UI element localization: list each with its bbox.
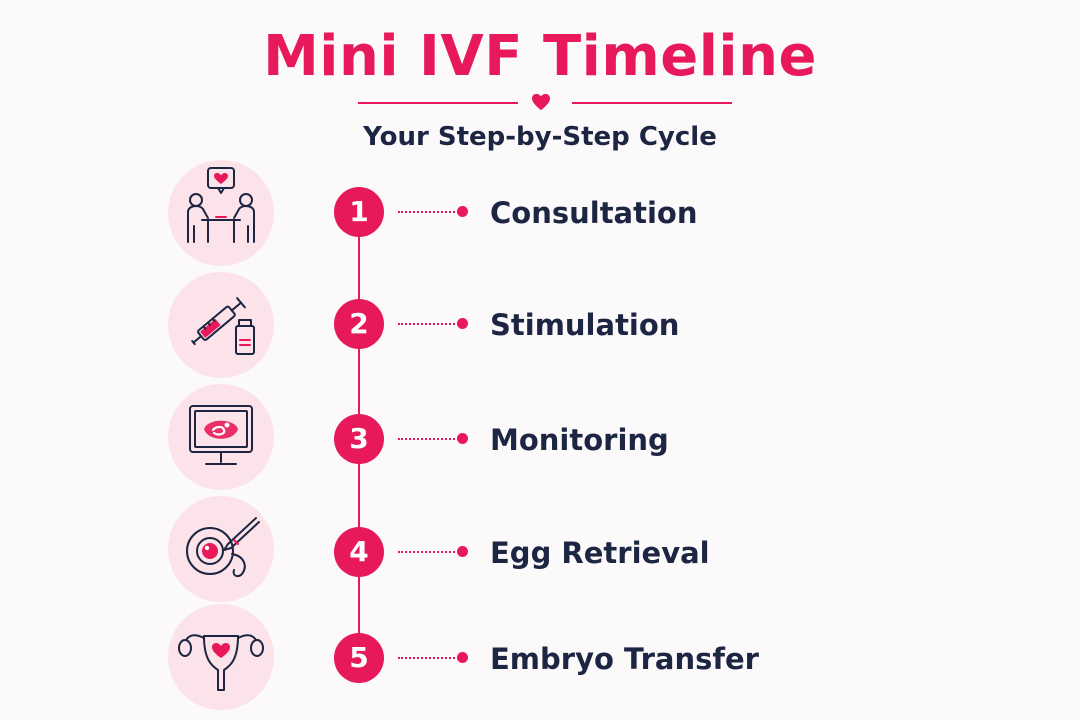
step-5-badge: 5 [334, 633, 384, 683]
consultation-icon [187, 167, 255, 243]
step-3-connector-dot [457, 433, 468, 444]
step-3-label: Monitoring [490, 423, 669, 457]
step-5-icon-circle [168, 604, 274, 710]
step-4-connector-dot [457, 546, 468, 557]
step-4-badge: 4 [334, 527, 384, 577]
step-2-badge: 2 [334, 299, 384, 349]
step-4-icon-circle [168, 496, 274, 602]
step-1-connector [398, 211, 462, 213]
ultrasound-monitor-icon [189, 405, 253, 465]
step-1-badge: 1 [334, 187, 384, 237]
title-divider-right [572, 102, 732, 104]
heart-icon [532, 93, 550, 111]
step-2-label: Stimulation [490, 308, 680, 342]
title-divider-left [358, 102, 518, 104]
step-3-icon-circle [168, 384, 274, 490]
step-2-connector-dot [457, 318, 468, 329]
step-3-connector [398, 438, 462, 440]
step-4-connector [398, 551, 462, 553]
step-1-connector-dot [457, 206, 468, 217]
egg-pipette-icon [186, 517, 260, 578]
step-1-label: Consultation [490, 196, 698, 230]
step-2-connector [398, 323, 462, 325]
syringe-vial-icon [191, 297, 255, 355]
step-5-connector-dot [457, 652, 468, 663]
uterus-icon [178, 634, 264, 691]
step-2-icon-circle [168, 272, 274, 378]
step-4-label: Egg Retrieval [490, 536, 710, 570]
step-3-badge: 3 [334, 414, 384, 464]
page-subtitle: Your Step-by-Step Cycle [363, 122, 717, 152]
step-5-connector [398, 657, 462, 659]
step-1-icon-circle [168, 160, 274, 266]
step-5-label: Embryo Transfer [490, 642, 759, 676]
page-title: Mini IVF Timeline [263, 24, 817, 89]
